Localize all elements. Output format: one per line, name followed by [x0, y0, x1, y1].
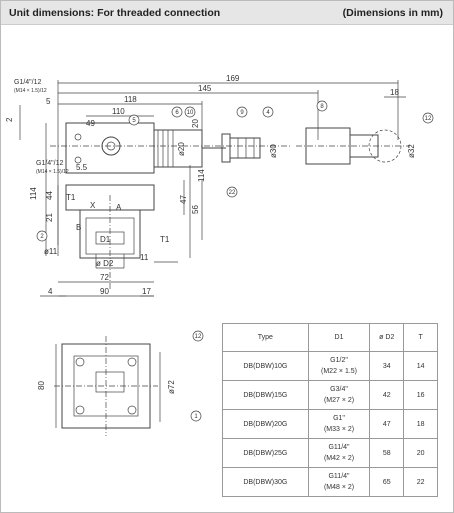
dim-v-47: 47 [179, 195, 188, 204]
t-cell: 18 [403, 409, 438, 439]
callout-4: 4 [266, 110, 270, 116]
letter-t1: T1 [66, 193, 76, 202]
col-t-header: T [403, 323, 438, 352]
d2-cell: 42 [369, 380, 405, 410]
callout-12: 12 [195, 334, 202, 340]
dim-v-44: 44 [45, 191, 54, 200]
dia-d1: D1 [100, 235, 111, 244]
dim-18: 18 [390, 88, 399, 97]
callout-10: 12 [425, 116, 432, 122]
letter-b: B [76, 223, 81, 232]
d1-cell: G11/4"(M48 × 2) [307, 467, 371, 497]
d2-cell: 47 [369, 409, 405, 439]
dia-11: ø11 [44, 247, 58, 256]
type-cell: DB(DBW)10G [222, 351, 309, 381]
page-title: Unit dimensions: For threaded connection [9, 7, 221, 19]
dia-d2: ø D2 [96, 259, 114, 268]
table-row: DB(DBW)20G G1"(M33 × 2) 47 18 [222, 409, 438, 439]
callout-2: 2 [40, 234, 44, 240]
letter-t1b: T1 [160, 235, 170, 244]
callout-1: 1 [194, 414, 198, 420]
d1-cell: G1/2"(M22 × 1.5) [307, 351, 371, 381]
table-header-row: Type D1 ø D2 T [222, 323, 438, 352]
callout-3: 5 [132, 118, 136, 124]
dim-5-5: 5.5 [76, 163, 88, 172]
port-thread-top: G1/4"/12 [14, 79, 41, 86]
type-cell: DB(DBW)15G [222, 380, 309, 410]
dia-32: ø32 [407, 144, 416, 158]
port-thread-mid-sub: (M14 × 1.5)/12 [36, 169, 69, 175]
bottom-dim-72: ø72 [167, 380, 176, 394]
d2-cell: 58 [369, 438, 405, 468]
col-type-header: Type [222, 323, 309, 352]
dim-72: 72 [100, 273, 109, 282]
dim-v-114: 114 [29, 187, 38, 200]
dim-11: 11 [140, 253, 149, 262]
table-row: DB(DBW)10G G1/2"(M22 × 1.5) 34 14 [222, 351, 438, 381]
dim-v-20: 20 [191, 119, 200, 128]
units-note: (Dimensions in mm) [342, 7, 443, 19]
dia-30: ø30 [269, 144, 278, 158]
dim-v-2: 2 [5, 117, 14, 122]
d2-cell: 34 [369, 351, 405, 381]
type-cell: DB(DBW)25G [222, 438, 309, 468]
dim-145: 145 [198, 84, 212, 93]
dim-v-21: 21 [45, 213, 54, 222]
d1-cell: G1"(M33 × 2) [307, 409, 371, 439]
bottom-dim-80: 80 [37, 381, 46, 390]
dim-90: 90 [100, 287, 109, 296]
port-thread-top-sub: (M14 × 1.5)/12 [14, 88, 47, 94]
t-cell: 16 [403, 380, 438, 410]
dim-v-56: 56 [191, 205, 200, 214]
col-d2-header: ø D2 [369, 323, 405, 352]
callout-8: 9 [240, 110, 244, 116]
callout-9: 10 [187, 110, 194, 116]
t-cell: 14 [403, 351, 438, 381]
dim-110: 110 [112, 107, 125, 116]
d1-cell: G11/4"(M42 × 2) [307, 438, 371, 468]
dim-4: 4 [48, 287, 53, 296]
header-bar: Unit dimensions: For threaded connection… [1, 1, 453, 25]
type-cell: DB(DBW)20G [222, 409, 309, 439]
letter-a: A [116, 203, 122, 212]
port-thread-mid: G1/4"/12 [36, 160, 63, 167]
col-d1-header: D1 [307, 323, 371, 352]
callout-6: 8 [320, 104, 324, 110]
callout-22: 22 [229, 190, 236, 196]
dim-17: 17 [142, 287, 151, 296]
d2-cell: 65 [369, 467, 405, 497]
d1-cell: G3/4"(M27 × 2) [307, 380, 371, 410]
t-cell: 22 [403, 467, 438, 497]
dim-169: 169 [226, 74, 240, 83]
table-row: DB(DBW)15G G3/4"(M27 × 2) 42 16 [222, 380, 438, 410]
dim-v-114b: 114 [197, 169, 206, 182]
dim-49: 49 [86, 119, 95, 128]
table-row: DB(DBW)30G G11/4"(M48 × 2) 65 22 [222, 467, 438, 497]
dim-5: 5 [46, 97, 51, 106]
t-cell: 20 [403, 438, 438, 468]
type-cell: DB(DBW)30G [222, 467, 309, 497]
dia-20: ø20 [177, 142, 186, 156]
dim-118: 118 [124, 95, 137, 104]
dimensions-table: Type D1 ø D2 T DB(DBW)10G G1/2"(M22 × 1.… [222, 323, 438, 497]
table-row: DB(DBW)25G G11/4"(M42 × 2) 58 20 [222, 438, 438, 468]
letter-x: X [90, 201, 96, 210]
callout-5: 6 [175, 110, 179, 116]
